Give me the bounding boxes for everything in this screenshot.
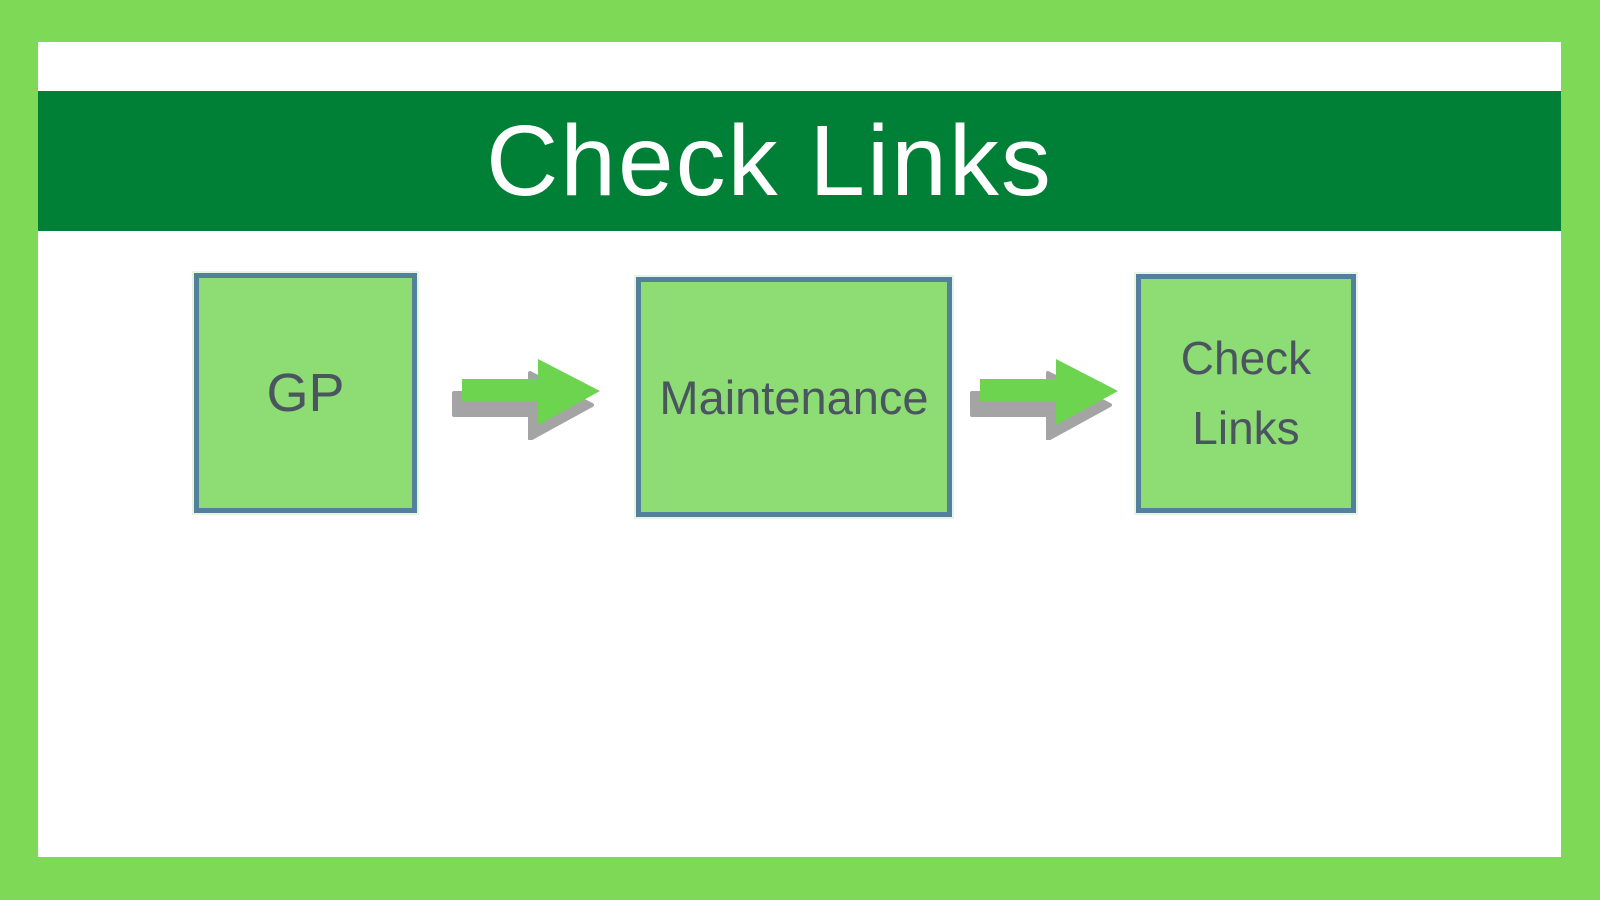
flow-node-gp-label: GP xyxy=(266,363,345,423)
flow-node-check-links-label: Check Links xyxy=(1180,331,1312,454)
flow-node-maintenance-label: Maintenance xyxy=(659,370,929,424)
flow-node-check-links: Check Links xyxy=(1136,274,1356,513)
arrow-maintenance-to-check-links-icon xyxy=(970,359,1118,440)
arrow-gp-to-maintenance-icon xyxy=(452,359,600,440)
arrow-green-shape xyxy=(462,359,600,425)
flow-node-gp: GP xyxy=(194,273,417,513)
page-title: Check Links xyxy=(486,105,1053,217)
flow-node-maintenance: Maintenance xyxy=(636,277,952,517)
arrow-green-shape xyxy=(980,359,1118,425)
title-band: Check Links xyxy=(38,91,1561,231)
